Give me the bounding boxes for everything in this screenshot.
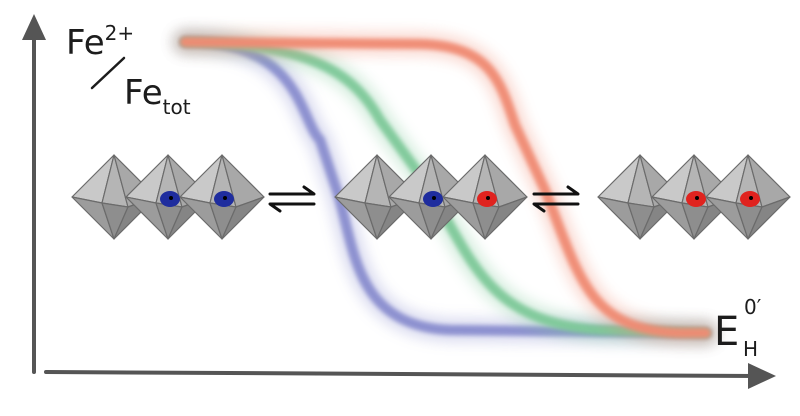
reverse-arrow-1: [268, 202, 316, 213]
octahedron-3: [442, 154, 528, 240]
y-label-denominator-subscript: tot: [163, 95, 191, 119]
cluster-state-3: [597, 154, 791, 240]
fe-site-center-dot: [749, 196, 753, 200]
cluster-state-2: [334, 154, 528, 240]
reverse-arrow-2: [532, 202, 580, 213]
x-axis-label: E 0′ H: [714, 295, 762, 361]
fe-site-center-dot: [432, 196, 436, 200]
curve-red: [174, 31, 717, 344]
iron-clusters: [71, 154, 791, 240]
y-axis-label: Fe2+ Fetot: [66, 21, 191, 119]
octahedron-3: [179, 154, 265, 240]
fe-site-center-dot: [169, 196, 173, 200]
forward-arrow-1: [268, 185, 316, 196]
fe-site-center-dot: [486, 196, 490, 200]
axes: [22, 14, 776, 389]
curve-red-line: [180, 37, 711, 338]
x-label-superscript: 0′: [744, 295, 762, 319]
octahedron-1: [334, 154, 420, 240]
x-label-subscript: H: [743, 337, 758, 361]
octahedron-face: [221, 196, 265, 240]
x-label-base: E: [714, 309, 739, 355]
octahedron-2: [125, 154, 211, 240]
y-label-fraction-slash: [90, 56, 126, 90]
y-label-denominator: Fe: [124, 73, 163, 113]
x-axis: [44, 370, 758, 378]
curve-blue-line: [180, 36, 711, 338]
curve-blue: [174, 30, 717, 344]
x-axis-arrowhead: [748, 363, 776, 389]
octahedron-3: [705, 154, 791, 240]
equilibrium-arrows-2: [532, 185, 580, 213]
y-axis-arrowhead: [22, 14, 46, 40]
y-label-numerator-superscript: 2+: [105, 21, 134, 45]
svg-text:Fetot: Fetot: [124, 73, 191, 119]
octahedron-face: [484, 196, 528, 240]
octahedron-face: [747, 196, 791, 240]
octahedron-2: [388, 154, 474, 240]
forward-arrow-2: [532, 185, 580, 196]
y-label-numerator: Fe: [66, 23, 105, 63]
equilibrium-arrows-1: [268, 185, 316, 213]
fe-site-center-dot: [223, 196, 227, 200]
cluster-state-1: [71, 154, 265, 240]
fe-site-center-dot: [695, 196, 699, 200]
svg-text:Fe2+: Fe2+: [66, 21, 134, 63]
